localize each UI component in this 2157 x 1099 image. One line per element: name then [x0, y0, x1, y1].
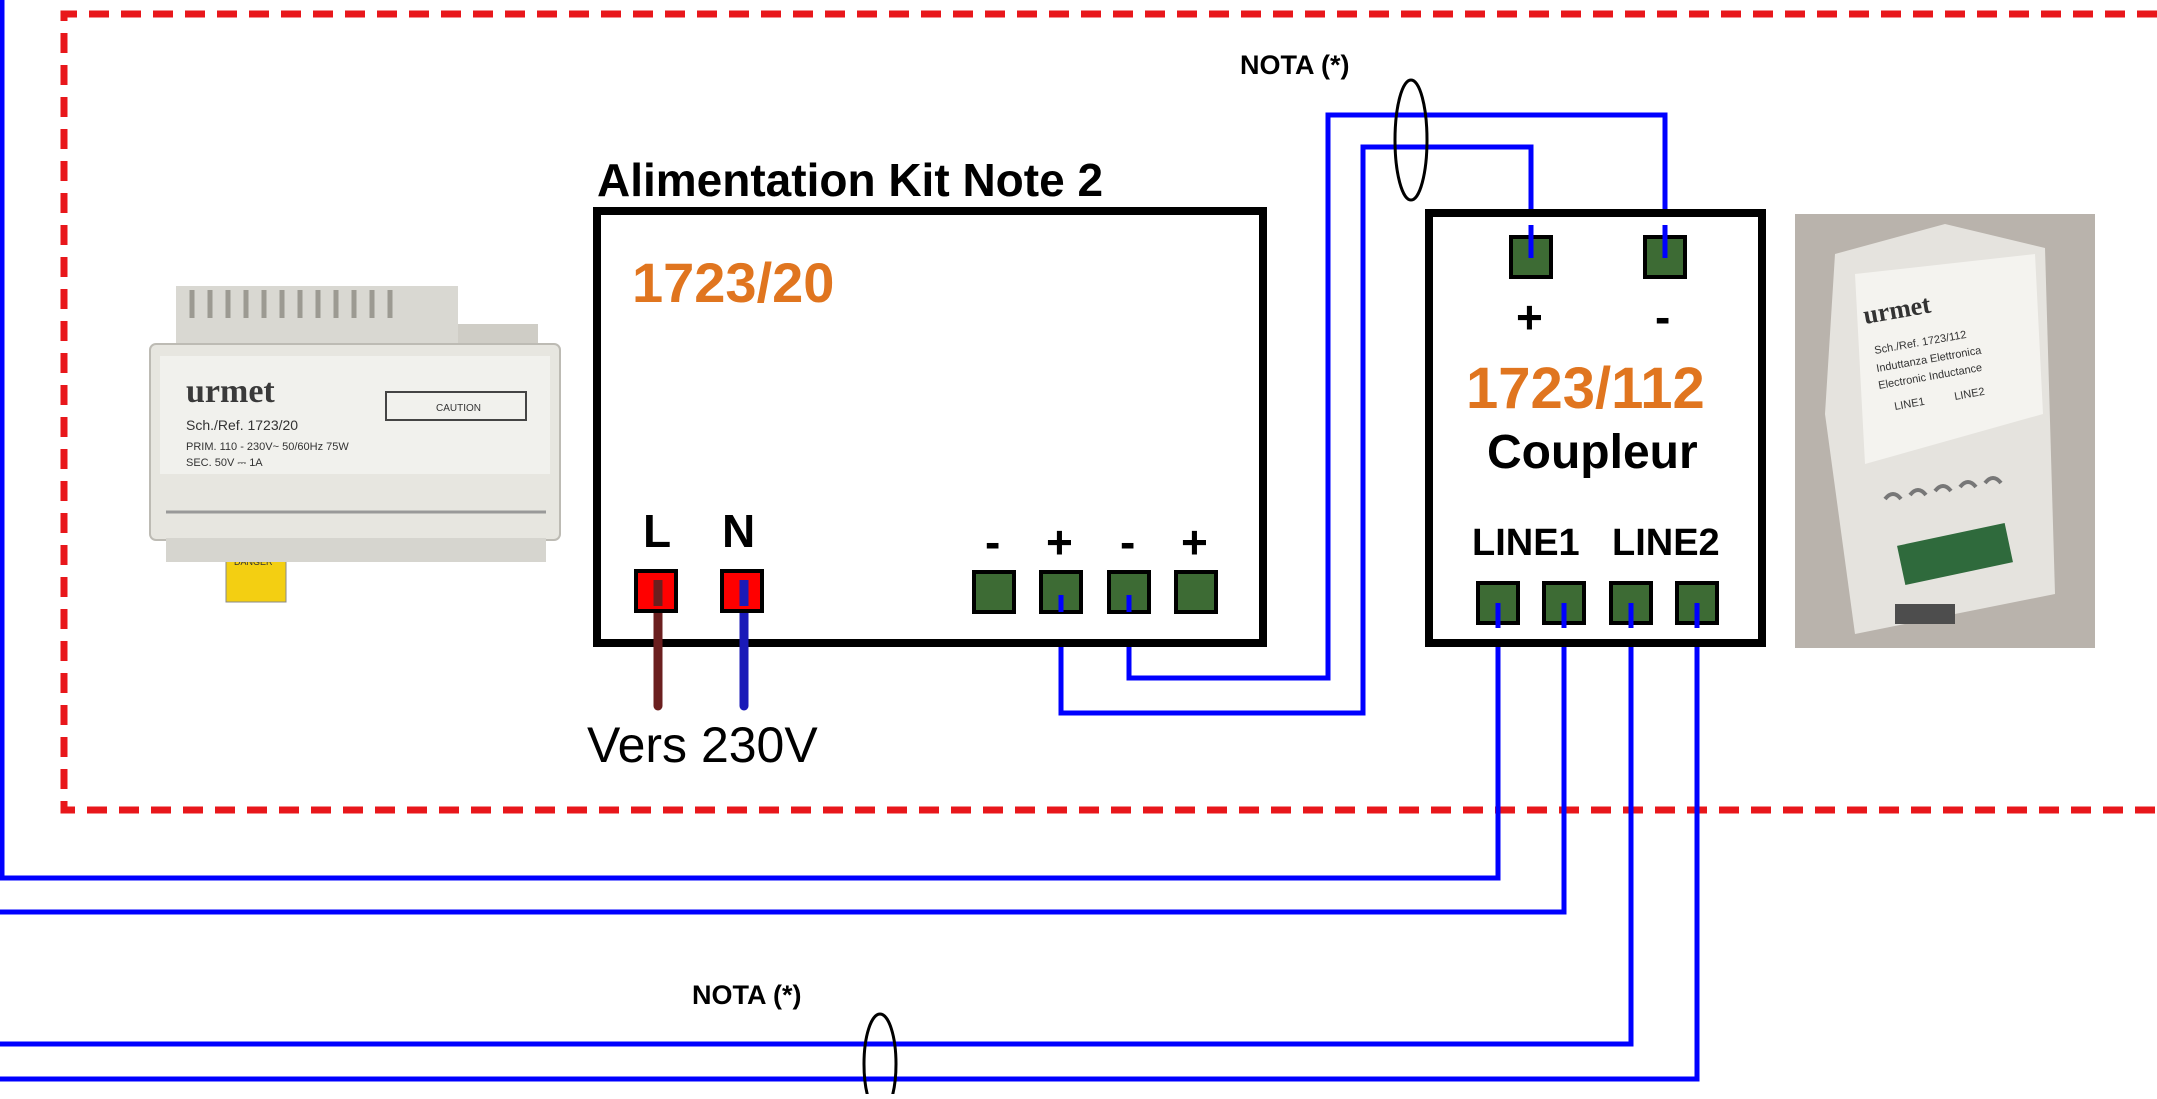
twist-marker-top	[1393, 78, 1429, 202]
coupler-ref: 1723/112	[1466, 356, 1705, 421]
psu-out-label-2: +	[1046, 516, 1073, 568]
photo-coupler-line1: LINE1	[1893, 396, 1925, 413]
psu-out-label-3: -	[1120, 516, 1136, 568]
note-bottom: NOTA (*)	[692, 980, 802, 1010]
wire-psu-plus	[1058, 144, 1534, 716]
psu-output-terminals	[972, 570, 1218, 614]
mains-label: Vers 230V	[587, 717, 818, 773]
coupler-box	[1425, 209, 1766, 647]
note-top: NOTA (*)	[1240, 50, 1350, 80]
photo-psu-brand: urmet	[186, 373, 275, 410]
wire-line1-b	[0, 606, 1567, 915]
photo-psu-sec: SEC. 50V ⎓ 1A	[186, 457, 263, 469]
terminal-l-label: L	[643, 505, 672, 557]
coupler-photo: urmet Sch./Ref. 1723/112 Induttanza Elet…	[1795, 214, 2095, 648]
photo-psu-ref: Sch./Ref. 1723/20	[186, 417, 298, 433]
coupler-line1-label: LINE1	[1472, 522, 1580, 564]
wire-line2-b	[0, 606, 1700, 1082]
coupler-minus-label: -	[1655, 291, 1671, 343]
terminal-n-label: N	[722, 505, 756, 557]
power-supply-box	[593, 207, 1267, 647]
twist-marker-bottom	[862, 1012, 898, 1099]
coupler-line2-label: LINE2	[1612, 522, 1720, 564]
wire-line1-a	[0, 606, 1501, 881]
power-supply-ref: 1723/20	[632, 251, 835, 314]
psu-out-label-4: +	[1181, 516, 1208, 568]
wire-psu-minus	[1126, 112, 1668, 681]
power-supply-title: Alimentation Kit Note 2	[597, 154, 1104, 206]
wire-line2-a	[0, 606, 1634, 1047]
photo-coupler-line2: LINE2	[1953, 386, 1985, 403]
coupler-name: Coupleur	[1487, 426, 1698, 479]
bus-wires	[0, 0, 1700, 1082]
psu-out-label-1: -	[985, 516, 1001, 568]
photo-psu-caution: CAUTION	[436, 403, 481, 414]
coupler-plus-label: +	[1516, 291, 1543, 343]
power-supply-photo: urmet Sch./Ref. 1723/20 PRIM. 110 - 230V…	[146, 280, 566, 610]
photo-psu-prim: PRIM. 110 - 230V~ 50/60Hz 75W	[186, 441, 349, 453]
